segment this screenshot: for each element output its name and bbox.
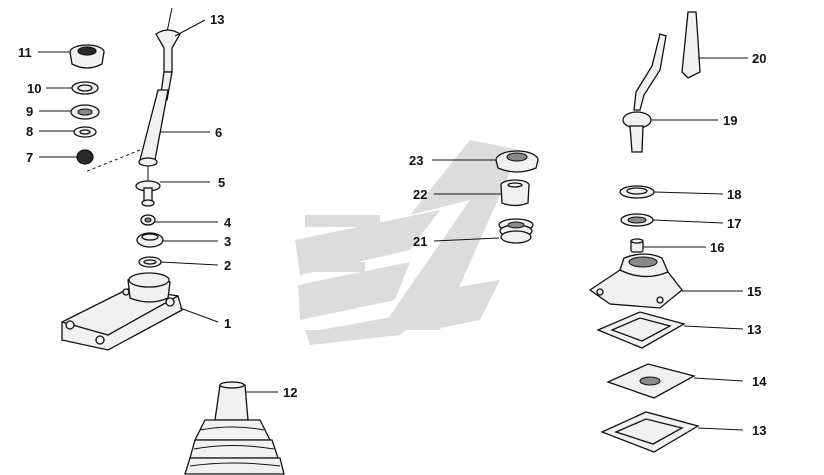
part-2-ring	[138, 256, 162, 268]
part-5-ball	[135, 180, 161, 207]
part-22-sleeve	[500, 179, 530, 207]
part-14-plate	[606, 363, 696, 399]
label-3: 3	[224, 234, 231, 249]
part-10-ring	[71, 81, 99, 95]
label-14: 14	[752, 374, 767, 389]
label-2: 2	[224, 258, 231, 273]
label-13-lever: 13	[210, 12, 224, 27]
part-19-lever	[622, 33, 667, 153]
gear-lever	[84, 7, 181, 185]
part-3-seat	[136, 232, 164, 248]
watermark-logo	[295, 140, 520, 345]
part-17-ring	[620, 213, 654, 227]
part-1-housing	[61, 272, 183, 351]
part-9-ring	[70, 104, 100, 120]
part-11-cap	[69, 44, 105, 69]
label-13-gasket-top: 13	[747, 322, 761, 337]
label-6: 6	[215, 125, 222, 140]
part-18-ring	[619, 185, 655, 199]
part-12-boot	[184, 381, 285, 475]
label-13-gasket-bottom: 13	[752, 423, 766, 438]
part-15-housing	[588, 253, 683, 309]
part-13-gasket-bottom	[600, 411, 700, 453]
label-18: 18	[727, 187, 741, 202]
part-13-gasket-top	[596, 311, 686, 349]
leader-lines	[38, 19, 748, 431]
part-23-cap	[495, 150, 539, 173]
label-1: 1	[224, 316, 231, 331]
label-19: 19	[723, 113, 737, 128]
part-21-spring	[498, 218, 534, 244]
label-11: 11	[18, 45, 32, 60]
label-4: 4	[224, 215, 232, 230]
label-9: 9	[26, 104, 33, 119]
part-8-washer	[73, 126, 97, 138]
label-22: 22	[413, 187, 427, 202]
part-16-bush	[630, 238, 644, 253]
callout-labels: 11 10 9 8 7 13 6 5 4 3 2 1 12 23 22 21 2…	[18, 12, 767, 438]
label-8: 8	[26, 124, 33, 139]
label-16: 16	[710, 240, 724, 255]
label-5: 5	[218, 175, 225, 190]
part-4-bush	[140, 214, 156, 226]
label-20: 20	[752, 51, 766, 66]
label-17: 17	[727, 216, 741, 231]
label-12: 12	[283, 385, 297, 400]
label-10: 10	[27, 81, 41, 96]
label-23: 23	[409, 153, 423, 168]
part-20-lever-rod	[681, 11, 701, 79]
label-7: 7	[26, 150, 33, 165]
part-7-knurl	[76, 149, 94, 165]
label-15: 15	[747, 284, 761, 299]
label-21: 21	[413, 234, 427, 249]
